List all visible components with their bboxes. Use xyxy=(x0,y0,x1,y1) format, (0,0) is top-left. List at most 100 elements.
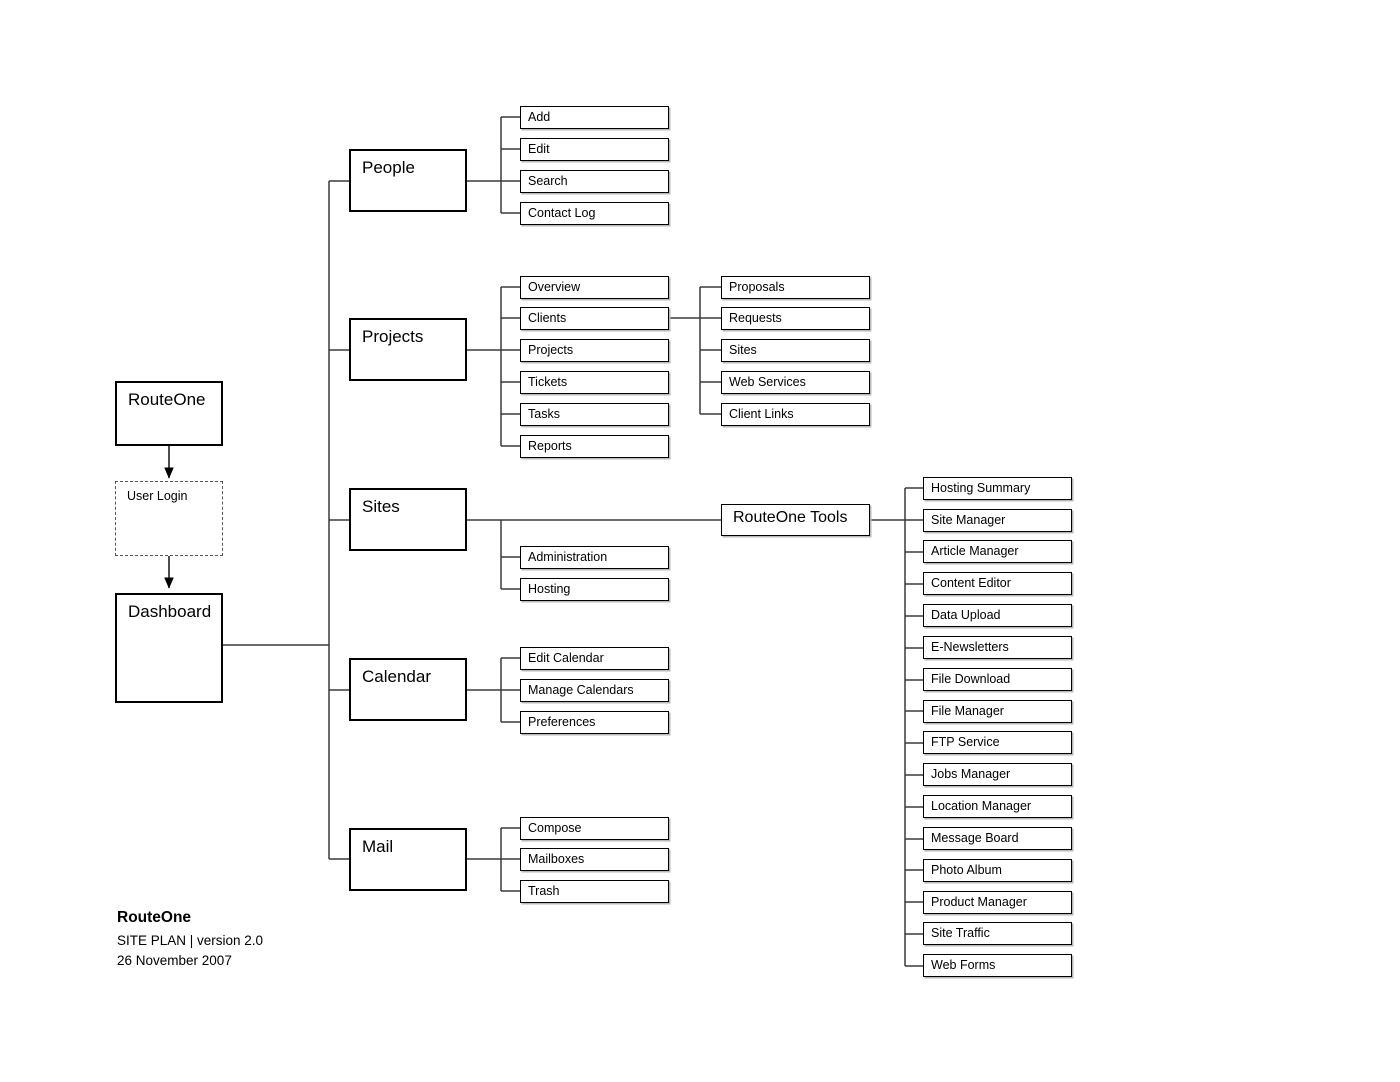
node-label: Dashboard xyxy=(128,602,212,621)
node-label: Location Manager xyxy=(931,799,1032,813)
footer-date: 26 November 2007 xyxy=(117,953,232,968)
node-label: Client Links xyxy=(729,407,794,421)
footer-subtitle: SITE PLAN | version 2.0 xyxy=(117,932,264,948)
node-projects-tasks[interactable]: Tasks xyxy=(520,403,669,426)
footer-title: RouteOne xyxy=(117,909,192,926)
node-tool-article-manager[interactable]: Article Manager xyxy=(923,540,1072,563)
node-sites-administration[interactable]: Administration xyxy=(520,546,669,569)
node-label: People xyxy=(362,158,415,177)
node-calendar-preferences[interactable]: Preferences xyxy=(520,711,669,734)
node-label: Requests xyxy=(729,311,782,325)
node-tool-content-editor[interactable]: Content Editor xyxy=(923,572,1072,595)
node-routeone-tools-hub[interactable]: RouteOne Tools xyxy=(721,504,870,536)
node-label: File Manager xyxy=(931,704,1004,718)
node-label: Tasks xyxy=(528,407,560,421)
node-tool-file-manager[interactable]: File Manager xyxy=(923,700,1072,723)
node-label: Tickets xyxy=(528,375,568,389)
node-projects-tickets[interactable]: Tickets xyxy=(520,371,669,394)
node-tool-message-board[interactable]: Message Board xyxy=(923,827,1072,850)
node-label: Site Manager xyxy=(931,513,1006,527)
node-section-people[interactable]: People xyxy=(349,149,467,212)
node-clients-web-services[interactable]: Web Services xyxy=(721,371,870,394)
node-label: Sites xyxy=(362,497,400,516)
node-label: Edit xyxy=(528,142,550,156)
node-tool-ftp-service[interactable]: FTP Service xyxy=(923,731,1072,754)
node-label: Mailboxes xyxy=(528,852,585,866)
node-clients-sites[interactable]: Sites xyxy=(721,339,870,362)
node-section-projects[interactable]: Projects xyxy=(349,318,467,381)
node-people-edit[interactable]: Edit xyxy=(520,138,669,161)
node-calendar-manage-calendars[interactable]: Manage Calendars xyxy=(520,679,669,702)
node-calendar-edit-calendar[interactable]: Edit Calendar xyxy=(520,647,669,670)
node-projects-clients[interactable]: Clients xyxy=(520,307,669,330)
node-label: Mail xyxy=(362,837,394,856)
node-label: Contact Log xyxy=(528,206,596,220)
node-tool-jobs-manager[interactable]: Jobs Manager xyxy=(923,763,1072,786)
node-routeone-root[interactable]: RouteOne xyxy=(115,381,223,446)
node-people-add[interactable]: Add xyxy=(520,106,669,129)
node-label: Reports xyxy=(528,439,572,453)
node-label: Jobs Manager xyxy=(931,767,1011,781)
node-dashboard[interactable]: Dashboard xyxy=(115,593,223,703)
node-label: Web Forms xyxy=(931,958,996,972)
node-projects-projects[interactable]: Projects xyxy=(520,339,669,362)
node-label: FTP Service xyxy=(931,735,1000,749)
node-label: Hosting xyxy=(528,582,571,596)
node-label: Overview xyxy=(528,280,581,294)
node-label: Manage Calendars xyxy=(528,683,634,697)
node-label: Preferences xyxy=(528,715,596,729)
node-label: Site Traffic xyxy=(931,926,990,940)
node-label: Product Manager xyxy=(931,895,1027,909)
node-mail-trash[interactable]: Trash xyxy=(520,880,669,903)
node-label: Trash xyxy=(528,884,560,898)
node-label: Search xyxy=(528,174,568,188)
node-label: RouteOne Tools xyxy=(733,509,848,526)
node-mail-mailboxes[interactable]: Mailboxes xyxy=(520,848,669,871)
node-clients-requests[interactable]: Requests xyxy=(721,307,870,330)
node-tool-site-manager[interactable]: Site Manager xyxy=(923,509,1072,532)
node-label: RouteOne xyxy=(128,390,206,409)
node-tool-photo-album[interactable]: Photo Album xyxy=(923,859,1072,882)
node-tool-hosting-summary[interactable]: Hosting Summary xyxy=(923,477,1072,500)
node-clients-client-links[interactable]: Client Links xyxy=(721,403,870,426)
node-label: Administration xyxy=(528,550,608,564)
node-tool-e-newsletters[interactable]: E-Newsletters xyxy=(923,636,1072,659)
document-footer: RouteOne SITE PLAN | version 2.0 26 Nove… xyxy=(117,910,263,968)
node-label: E-Newsletters xyxy=(931,640,1009,654)
node-people-search[interactable]: Search xyxy=(520,170,669,193)
node-label: Web Services xyxy=(729,375,806,389)
node-tool-file-download[interactable]: File Download xyxy=(923,668,1072,691)
node-tool-site-traffic[interactable]: Site Traffic xyxy=(923,922,1072,945)
node-tool-location-manager[interactable]: Location Manager xyxy=(923,795,1072,818)
node-label: Projects xyxy=(362,327,424,346)
node-label: Clients xyxy=(528,311,567,325)
node-sites-hosting[interactable]: Hosting xyxy=(520,578,669,601)
node-projects-reports[interactable]: Reports xyxy=(520,435,669,458)
node-projects-overview[interactable]: Overview xyxy=(520,276,669,299)
node-mail-compose[interactable]: Compose xyxy=(520,817,669,840)
node-label: Photo Album xyxy=(931,863,1002,877)
node-tool-product-manager[interactable]: Product Manager xyxy=(923,891,1072,914)
node-label: Article Manager xyxy=(931,544,1019,558)
node-label: File Download xyxy=(931,672,1011,686)
node-label: Hosting Summary xyxy=(931,481,1031,495)
node-user-login[interactable]: User Login xyxy=(115,481,223,556)
node-label: Compose xyxy=(528,821,582,835)
node-section-mail[interactable]: Mail xyxy=(349,828,467,891)
node-section-calendar[interactable]: Calendar xyxy=(349,658,467,721)
node-label: Calendar xyxy=(362,667,431,686)
node-label: Projects xyxy=(528,343,574,357)
node-tool-web-forms[interactable]: Web Forms xyxy=(923,954,1072,977)
node-label: Sites xyxy=(729,343,757,357)
node-label: Edit Calendar xyxy=(528,651,604,665)
node-label: User Login xyxy=(127,489,188,503)
node-label: Message Board xyxy=(931,831,1019,845)
node-section-sites[interactable]: Sites xyxy=(349,488,467,551)
node-label: Content Editor xyxy=(931,576,1011,590)
node-people-contact-log[interactable]: Contact Log xyxy=(520,202,669,225)
node-tool-data-upload[interactable]: Data Upload xyxy=(923,604,1072,627)
node-clients-proposals[interactable]: Proposals xyxy=(721,276,870,299)
node-label: Data Upload xyxy=(931,608,1001,622)
node-label: Add xyxy=(528,110,551,124)
